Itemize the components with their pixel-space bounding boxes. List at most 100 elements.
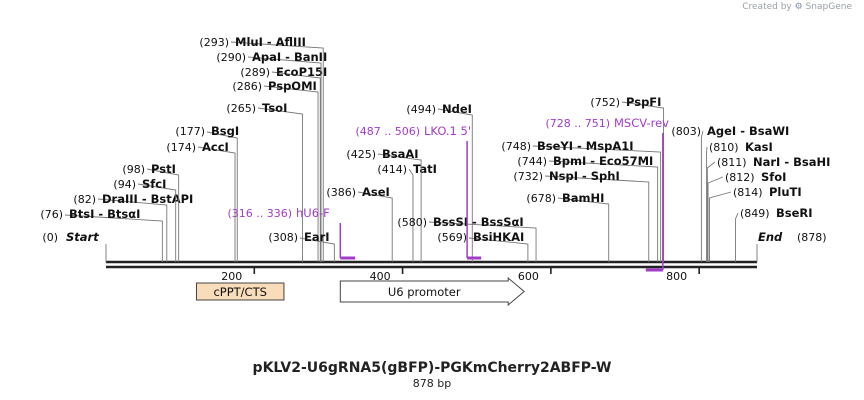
watermark: Created by ⚙ SnapGene xyxy=(742,2,852,12)
map-title: pKLV2-U6gRNA5(gBFP)-PGKmCherry2ABFP-W xyxy=(252,360,612,376)
site-line-849 xyxy=(735,212,739,262)
site-line-290 xyxy=(247,56,322,262)
site-line-76 xyxy=(64,214,163,262)
site-line-569 xyxy=(468,237,529,262)
site-line-748 xyxy=(532,145,662,262)
site-label-177: BsgI xyxy=(211,124,239,138)
snapgene-logo-icon: ⚙ xyxy=(794,2,803,12)
site-line-580 xyxy=(428,221,537,262)
site-pos-265: (265) xyxy=(226,102,256,115)
site-label-98: PstI xyxy=(151,162,176,176)
tick-label-400: 400 xyxy=(370,270,391,283)
site-pos-748: (748) xyxy=(501,140,531,153)
site-pos-290: (290) xyxy=(216,51,246,64)
map-length: 878 bp xyxy=(412,377,452,390)
site-line-94 xyxy=(137,183,177,262)
site-label-425: BsaAI xyxy=(382,147,419,161)
site-line-494 xyxy=(437,108,473,262)
end-label: End xyxy=(758,230,783,244)
site-label-569: BsiHKAI xyxy=(473,230,524,244)
site-line-177 xyxy=(206,131,238,262)
site-line-812 xyxy=(707,176,724,262)
site-label-732: NspI - SphI xyxy=(549,169,620,183)
site-line-82 xyxy=(97,198,168,262)
site-label-286: PspOMI xyxy=(268,79,317,93)
site-label-76: BtsI - BtsαI xyxy=(69,207,140,221)
site-label-414: TatI xyxy=(413,162,437,176)
site-line-289 xyxy=(271,71,321,262)
site-label-580: BssSI - BssSαI xyxy=(433,215,524,229)
site-pos-744: (744) xyxy=(517,155,547,168)
primer-range-lko15: (487 .. 506) xyxy=(355,125,420,138)
site-line-174 xyxy=(197,146,236,262)
site-line-425 xyxy=(377,153,422,262)
site-pos-803: (803) xyxy=(671,125,701,138)
end-pos: (878) xyxy=(797,231,827,244)
primer-range-hu6f: (316 .. 336) xyxy=(227,207,292,220)
site-pos-286: (286) xyxy=(232,80,262,93)
site-pos-76: (76) xyxy=(40,208,63,221)
site-pos-811: (811) xyxy=(717,156,747,169)
site-pos-849: (849) xyxy=(740,207,770,220)
site-pos-569: (569) xyxy=(437,231,467,244)
site-pos-177: (177) xyxy=(175,125,205,138)
site-label-810: KasI xyxy=(745,140,773,154)
feature-arrow-u6promoter xyxy=(339,276,525,307)
feature-label-cpptcts: cPPT/CTS xyxy=(213,285,266,299)
site-label-678: BamHI xyxy=(562,191,604,205)
site-label-752: PspFI xyxy=(626,95,661,109)
site-pos-752: (752) xyxy=(590,96,620,109)
site-label-289: EcoP15I xyxy=(276,65,327,79)
watermark-brand: SnapGene xyxy=(805,2,852,12)
site-pos-293: (293) xyxy=(199,36,229,49)
site-pos-308: (308) xyxy=(268,231,298,244)
watermark-prefix: Created by xyxy=(742,2,792,12)
site-label-744: BpmI - Eco57MI xyxy=(553,154,653,168)
site-pos-94: (94) xyxy=(113,178,136,191)
site-label-94: SfcI xyxy=(142,177,166,191)
site-label-82: DraIII - BstAPI xyxy=(102,192,193,206)
site-pos-580: (580) xyxy=(397,216,427,229)
site-label-748: BseYI - MspA1I xyxy=(537,139,634,153)
start-label: Start xyxy=(66,230,99,244)
tick-label-200: 200 xyxy=(221,270,242,283)
site-line-386 xyxy=(357,191,393,262)
site-line-732 xyxy=(544,175,650,262)
site-line-308 xyxy=(299,237,335,262)
site-pos-98: (98) xyxy=(122,163,145,176)
site-label-308: EarI xyxy=(304,230,330,244)
site-label-812: SfoI xyxy=(761,170,786,184)
site-line-98 xyxy=(146,168,180,262)
site-line-265 xyxy=(257,107,303,262)
site-pos-494: (494) xyxy=(406,103,436,116)
start-pos: (0) xyxy=(42,231,58,244)
site-label-265: TsoI xyxy=(262,101,287,115)
site-label-386: AseI xyxy=(362,185,390,199)
site-label-849: BseRI xyxy=(776,206,813,220)
site-pos-82: (82) xyxy=(73,193,96,206)
site-line-744 xyxy=(548,160,659,262)
site-label-803: AgeI - BsaWI xyxy=(707,124,789,138)
primer-label-hu6f: hU6-F xyxy=(296,206,330,220)
site-line-414 xyxy=(408,168,414,262)
site-pos-386: (386) xyxy=(326,186,356,199)
primer-label-mscvrev: MSCV-rev xyxy=(614,116,669,130)
site-pos-732: (732) xyxy=(513,170,543,183)
site-label-174: AccI xyxy=(202,140,229,154)
tick-label-600: 600 xyxy=(518,270,539,283)
tick-label-800: 800 xyxy=(666,270,687,283)
primer-label-lko15: LKO.1 5' xyxy=(424,124,471,138)
site-pos-810: (810) xyxy=(709,141,739,154)
site-pos-678: (678) xyxy=(526,192,556,205)
site-line-293 xyxy=(230,41,324,262)
site-label-290: ApaI - BanII xyxy=(252,50,327,64)
feature-box-cpptcts xyxy=(195,282,285,301)
site-line-678 xyxy=(557,197,610,262)
site-label-494: NdeI xyxy=(442,102,472,116)
site-line-814 xyxy=(709,191,732,262)
primer-range-mscvrev: (728 .. 751) xyxy=(545,117,610,130)
site-label-293: MluI - AflIII xyxy=(235,35,306,49)
site-line-811 xyxy=(706,161,716,262)
site-pos-425: (425) xyxy=(346,148,376,161)
